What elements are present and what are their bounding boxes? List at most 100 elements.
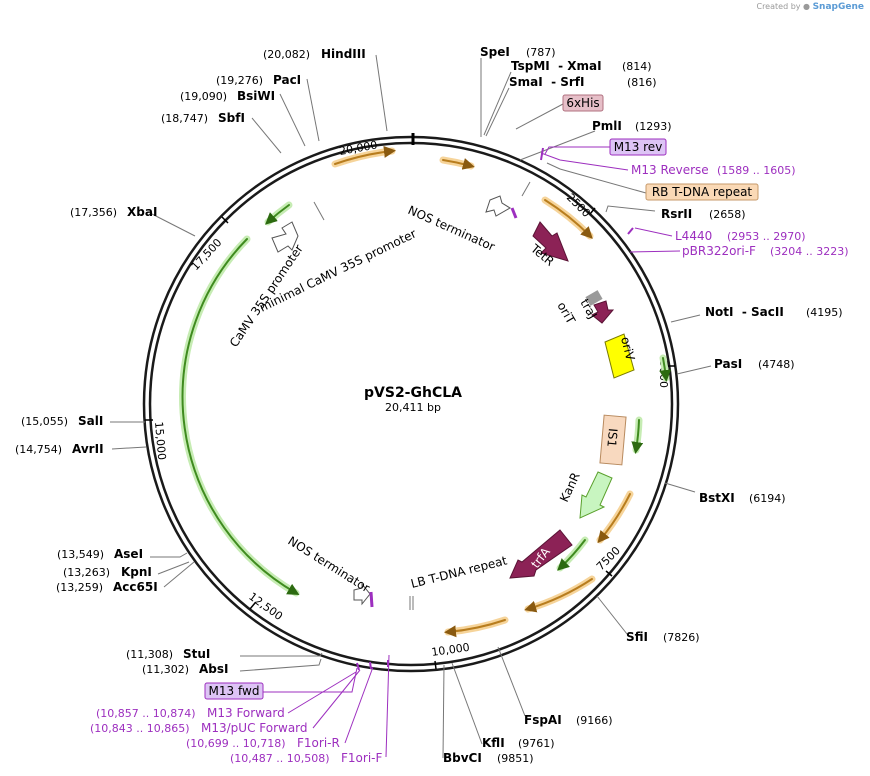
primer-position: (10,843 .. 10,865)	[90, 722, 190, 735]
site-name: BstXI	[699, 491, 735, 505]
primer-name: M13/pUC Forward	[201, 721, 308, 735]
box-leaders	[515, 103, 647, 194]
site-position: (13,259)	[56, 581, 103, 594]
site-position: (13,263)	[63, 566, 110, 579]
primer-position: (10,487 .. 10,508)	[230, 752, 330, 765]
box-m13-rev	[609, 138, 667, 156]
site-position: (13,549)	[57, 548, 104, 561]
site-name: Acc65I	[113, 580, 158, 594]
box-6xhis	[562, 94, 604, 112]
feature-label-is1: IS1	[604, 428, 620, 448]
site-position: (814)	[622, 60, 652, 73]
site-name: StuI	[183, 647, 210, 661]
site-name: FspAI	[524, 713, 562, 727]
camv-arrow	[271, 221, 299, 253]
box-m13-fwd	[204, 682, 264, 700]
primer-position: (1589 .. 1605)	[717, 164, 796, 177]
plasmid-name: pVS2-GhCLA	[364, 385, 462, 401]
credit-prefix: Created by	[756, 2, 801, 11]
box-label: 6xHis	[566, 96, 599, 110]
site-name: SbfI	[218, 111, 245, 125]
site-position: (19,276)	[216, 74, 263, 87]
box-rb-tdna	[645, 183, 759, 201]
tick-15000: 15,000	[145, 419, 168, 461]
primer-position: (3204 .. 3223)	[770, 245, 849, 258]
site-position: (15,055)	[21, 415, 68, 428]
site-position: (9851)	[497, 752, 534, 765]
site-name: SalI	[78, 414, 103, 428]
backbone-inner	[148, 141, 674, 667]
site-position: (20,082)	[263, 48, 310, 61]
primer-position: (10,857 .. 10,874)	[96, 707, 196, 720]
site-position: (11,308)	[126, 648, 173, 661]
site-name: SmaI - SrfI	[509, 75, 584, 89]
tick-label: 7500	[594, 544, 623, 573]
site-name: RsrII	[661, 207, 692, 221]
oriv-box	[604, 333, 635, 379]
site-position: (9761)	[518, 737, 555, 750]
primer-marker	[521, 181, 531, 197]
site-name: TspMI - XmaI	[511, 59, 602, 73]
minimal-camv-marker	[313, 201, 325, 221]
orange-arrows	[334, 145, 631, 638]
plasmid-length: 20,411 bp	[385, 401, 441, 414]
tetr-arrow	[532, 221, 569, 262]
site-position: (11,302)	[142, 663, 189, 676]
orit-box	[585, 290, 603, 306]
tick-label: 15,000	[152, 421, 168, 460]
nos-terminator-top-arrow	[485, 195, 511, 217]
site-name: PacI	[273, 73, 301, 87]
site-name: XbaI	[127, 205, 157, 219]
box-label: RB T-DNA repeat	[652, 185, 753, 199]
primer-name: pBR322ori-F	[682, 244, 756, 258]
site-position: (816)	[627, 76, 657, 89]
box-label: M13 rev	[614, 140, 663, 154]
site-position: (17,356)	[70, 206, 117, 219]
backbone-marks	[356, 147, 634, 671]
feature-label-orit: oriT	[554, 300, 578, 327]
trfa-arrow	[509, 529, 573, 579]
is1-box	[599, 414, 627, 466]
site-position: (1293)	[635, 120, 672, 133]
backbone-outer	[142, 135, 680, 673]
primer-name: L4440	[675, 229, 712, 243]
site-name: SfiI	[626, 630, 648, 644]
credit-brand: SnapGene	[812, 2, 864, 12]
boxed-labels: 6xHis M13 rev RB T-DNA repeat M13 fwd	[204, 94, 759, 700]
primer-labels: M13 Reverse (1589 .. 1605) L4440 (2953 .…	[90, 163, 849, 765]
green-arrows	[181, 204, 672, 595]
nos-terminator-bottom-arrow	[353, 582, 371, 606]
site-name: KpnI	[121, 565, 152, 579]
box-label: M13 fwd	[209, 684, 260, 698]
site-position: (787)	[526, 46, 556, 59]
primer-name: M13 Reverse	[631, 163, 709, 177]
site-position: (19,090)	[180, 90, 227, 103]
feature-label-lb: LB T-DNA repeat	[409, 553, 508, 591]
traj-arrow	[591, 300, 615, 324]
site-name: AvrII	[72, 442, 104, 456]
site-position: (2658)	[709, 208, 746, 221]
site-name: BbvCI	[443, 751, 482, 765]
tick-10000: 10,000	[431, 641, 471, 670]
site-name: KflI	[482, 736, 505, 750]
primer-name: M13 Forward	[207, 706, 285, 720]
site-name: PasI	[714, 357, 742, 371]
site-position: (9166)	[576, 714, 613, 727]
tick-label: 10,000	[431, 641, 471, 659]
site-name: BsiWI	[237, 89, 275, 103]
feature-label-nos-bottom: NOS terminator	[285, 534, 372, 596]
site-name: HindIII	[321, 47, 366, 61]
kanr-arrow	[579, 471, 613, 519]
site-labels: SpeI (787) TspMI - XmaI (814) SmaI - Srf…	[15, 45, 843, 765]
snapgene-credit: Created by ● SnapGene	[756, 2, 864, 12]
site-name: AbsI	[199, 662, 228, 676]
site-name: SpeI	[480, 45, 510, 59]
site-position: (7826)	[663, 631, 700, 644]
primer-marker	[369, 591, 374, 608]
site-position: (14,754)	[15, 443, 62, 456]
site-position: (6194)	[749, 492, 786, 505]
feature-label-kanr: KanR	[557, 470, 583, 504]
site-name: PmlI	[592, 119, 622, 133]
site-name: NotI - SacII	[705, 305, 784, 319]
primer-name: F1ori-F	[341, 751, 382, 765]
